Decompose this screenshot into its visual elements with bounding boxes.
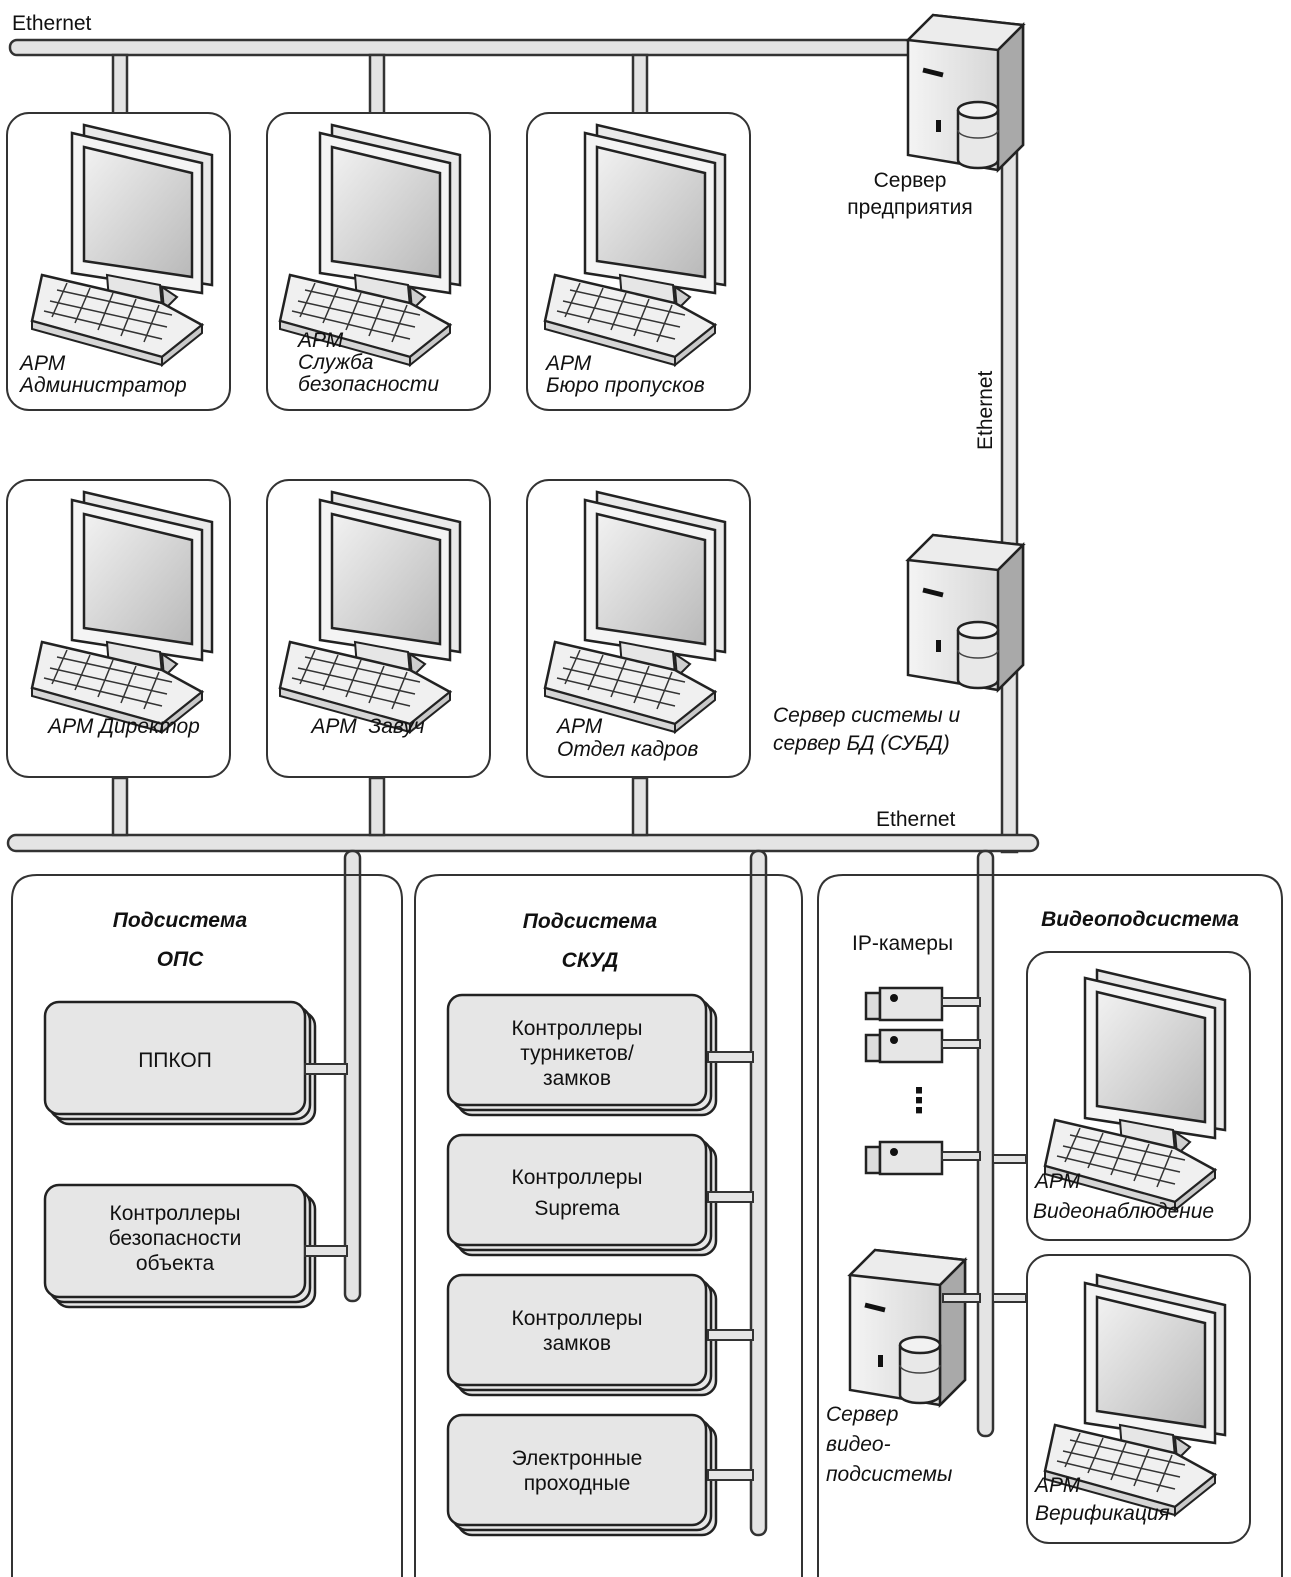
enterprise-server-label-2: предприятия [847, 196, 972, 219]
workstation-pass-office-label-2: Бюро пропусков [546, 374, 705, 397]
workstation-head-teacher: АРМ Завуч [266, 479, 491, 778]
enterprise-server: Сервер предприятия [847, 15, 1023, 219]
ethernet-label-top: Ethernet [12, 12, 92, 35]
workstation-hr-label-1: АРМ [555, 715, 603, 738]
skud-subsystem: Подсистема СКУД Контроллеры турникетов/ … [414, 874, 803, 1577]
workstation-head-teacher-label: АРМ Завуч [309, 715, 424, 738]
ops-title-2: ОПС [157, 948, 204, 971]
skud-device-suprema-controllers: Контроллеры Suprema [446, 1133, 718, 1257]
skud-device-3-label-1: Контроллеры [512, 1307, 643, 1330]
ethernet-bus-top [8, 38, 932, 57]
skud-device-1-label-2: турникетов/ [520, 1042, 634, 1065]
ops-title-1: Подсистема [113, 909, 248, 932]
ops-device-1-label: ППКОП [138, 1049, 212, 1072]
ethernet-bus-bottom [6, 833, 1040, 853]
system-server-label-1: Сервер системы и [773, 704, 961, 727]
ops-device-2-label-3: объекта [136, 1252, 215, 1275]
server-icon [908, 15, 1023, 170]
ops-device-ppkop: ППКОП [43, 1000, 317, 1126]
workstation-hr: АРМ Отдел кадров [526, 479, 751, 778]
skud-device-2-label-2: Suprema [534, 1197, 620, 1220]
video-server-label-3: подсистемы [826, 1463, 953, 1486]
ip-camera-icon [864, 1028, 944, 1064]
skud-device-lock-controllers: Контроллеры замков [446, 1273, 718, 1397]
workstation-pass-office-label-1: АРМ [544, 352, 592, 375]
workstation-pass-office: АРМ Бюро пропусков [526, 112, 751, 411]
video-title: Видеоподсистема [1041, 908, 1239, 931]
workstation-video-surveillance-label-2: Видеонаблюдение [1033, 1200, 1214, 1223]
server-icon [850, 1250, 965, 1405]
workstation-admin-label-1: АРМ [18, 352, 66, 375]
skud-device-2-label-1: Контроллеры [512, 1166, 643, 1189]
ethernet-label-bottom: Ethernet [876, 808, 956, 831]
skud-title-2: СКУД [562, 949, 619, 972]
skud-device-turnstile-controllers: Контроллеры турникетов/ замков [446, 993, 718, 1117]
skud-device-electronic-gates: Электронные проходные [446, 1413, 718, 1537]
skud-device-4-label-1: Электронные [512, 1447, 643, 1470]
server-icon [908, 535, 1023, 690]
skud-device-3-label-2: замков [543, 1332, 611, 1355]
ethernet-label-vertical: Ethernet [974, 370, 997, 450]
ethernet-bus-vertical [1000, 108, 1019, 854]
video-server-label-1: Сервер [826, 1403, 898, 1426]
ip-cameras-label: IP-камеры [852, 932, 953, 955]
ops-subsystem: Подсистема ОПС ППКОП Контроллеры безопас… [11, 874, 403, 1577]
workstation-security-label-3: безопасности [298, 373, 439, 396]
video-server-label-2: видео- [826, 1433, 891, 1456]
workstation-security-label-2: Служба [298, 351, 373, 374]
workstation-security: АРМ Служба безопасности [266, 112, 491, 411]
ip-camera-icon [864, 1140, 944, 1176]
workstation-admin-label-2: Администратор [18, 374, 187, 397]
workstation-video-surveillance-label-1: АРМ [1033, 1170, 1081, 1193]
video-subsystem: Видеоподсистема IP-камеры ⋮ Сервер видео… [817, 874, 1283, 1577]
enterprise-server-label-1: Сервер [874, 169, 947, 192]
workstation-director: АРМ Директор [6, 479, 231, 778]
skud-device-1-label-3: замков [543, 1067, 611, 1090]
workstation-video-surveillance: АРМ Видеонаблюдение [1026, 951, 1251, 1241]
workstation-hr-label-2: Отдел кадров [557, 738, 698, 761]
workstation-director-label: АРМ Директор [46, 715, 200, 738]
ellipsis-icon: ⋮ [902, 1082, 936, 1120]
skud-device-4-label-2: проходные [524, 1472, 631, 1495]
system-server-label-2: сервер БД (СУБД) [773, 732, 950, 755]
ip-camera-icon [864, 986, 944, 1022]
workstation-verification: АРМ Верификация [1026, 1254, 1251, 1544]
system-server: Сервер системы и сервер БД (СУБД) [773, 535, 1023, 755]
skud-device-1-label-1: Контроллеры [512, 1017, 643, 1040]
ops-device-2-label-1: Контроллеры [110, 1202, 241, 1225]
ops-device-2-label-2: безопасности [109, 1227, 242, 1250]
workstation-admin: АРМ Администратор [6, 112, 231, 411]
workstation-security-label-1: АРМ [296, 329, 344, 352]
skud-title-1: Подсистема [523, 910, 658, 933]
ops-device-object-controllers: Контроллеры безопасности объекта [43, 1183, 317, 1309]
workstation-verification-label-2: Верификация [1035, 1502, 1170, 1525]
video-server: Сервер видео- подсистемы [826, 1250, 981, 1486]
workstation-verification-label-1: АРМ [1033, 1474, 1081, 1497]
